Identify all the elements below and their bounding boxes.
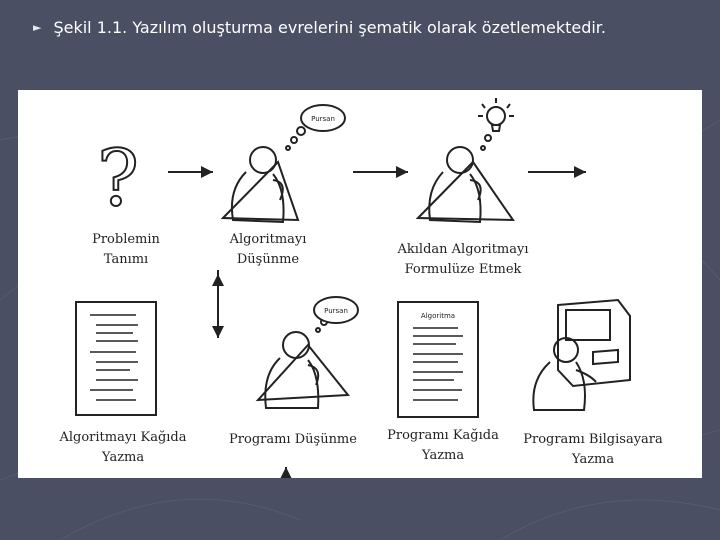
program-document-title: Algoritma [421,312,455,320]
bubble2-text: Pursan [324,307,348,315]
bubble1-text: Pursan [311,115,335,123]
slide-header: ► Şekil 1.1. Yazılım oluşturma evrelerin… [33,18,713,37]
step-program-thinking: Programı Düşünme [218,430,368,450]
step-algorithm-writing: Algoritmayı Kağıda Yazma [48,428,198,468]
step-problem-definition: Problemin Tanımı [66,230,186,270]
step3-line1: Akıldan Algoritmayı [397,242,529,257]
step4-line2: Yazma [101,450,145,465]
step-program-writing: Programı Kağıda Yazma [373,426,513,466]
step7-line2: Yazma [571,452,615,467]
bullet-arrow-icon: ► [33,21,42,34]
thought-bubble-1: Pursan [300,104,346,132]
step2-line2: Düşünme [236,252,300,267]
question-mark-icon: ? [96,133,140,225]
thought-bubble-2: Pursan [313,296,359,324]
step2-line1: Algoritmayı [229,232,307,247]
thinking-person-icon [220,126,306,224]
document-icon [75,301,157,416]
program-document-icon [397,301,479,418]
step5-line1: Programı Düşünme [229,432,357,447]
step3-line2: Formulüze Etmek [404,262,522,277]
thinking-person-lightbulb-icon [415,134,515,224]
step-program-to-computer: Programı Bilgisayara Yazma [508,430,678,470]
diagram-panel: ? Pursan [18,90,702,478]
step6-line2: Yazma [421,448,465,463]
step1-line1: Problemin [92,232,160,247]
lightbulb-icon [478,98,514,132]
computer-terminal-icon [532,298,631,411]
slide-caption: Şekil 1.1. Yazılım oluşturma evrelerini … [53,18,606,37]
step6-line1: Programı Kağıda [387,428,499,443]
arrow-icon [168,166,586,338]
diagram-drawing: ? Pursan [75,98,631,478]
thinking-person-program-icon [255,318,350,409]
step-algorithm-formulation: Akıldan Algoritmayı Formulüze Etmek [378,240,548,280]
svg-text:?: ? [97,134,139,224]
step4-line1: Algoritmayı Kağıda [59,430,187,445]
step7-line1: Programı Bilgisayara [523,432,663,447]
step1-line2: Tanımı [103,252,149,267]
step-algorithm-thinking: Algoritmayı Düşünme [208,230,328,270]
